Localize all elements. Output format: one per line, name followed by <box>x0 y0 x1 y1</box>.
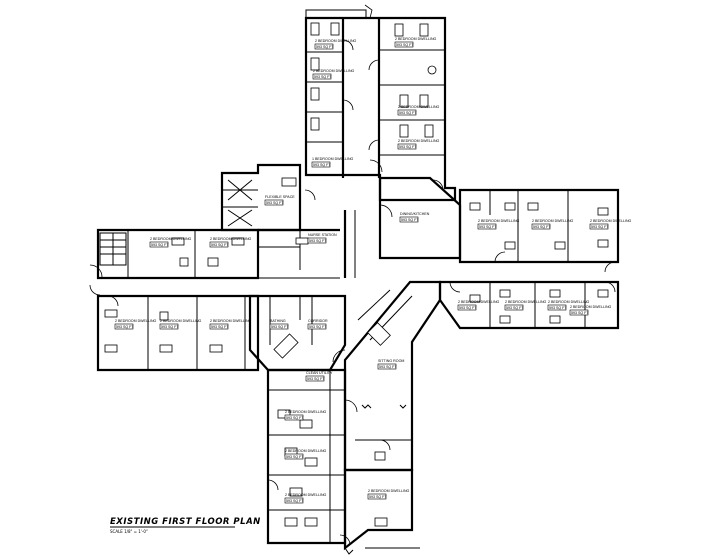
room-area-box-bt <box>269 323 289 330</box>
room-label-sc: SITTING ROOM <box>378 359 404 363</box>
room-label-s3: 2 BEDROOM DWELLING <box>285 493 327 497</box>
room-area-s1: 593 SQ FT <box>286 416 304 420</box>
center-link <box>248 294 347 372</box>
room-label-w3: 2 BEDROOM DWELLING <box>115 319 157 323</box>
room-label-n4: 2 BEDROOM DWELLING <box>398 105 440 109</box>
south-wing <box>266 349 420 555</box>
room-area-box-w2 <box>209 241 229 248</box>
room-area-cl: 593 SQ FT <box>307 377 325 381</box>
room-area-s3: 593 SQ FT <box>286 499 304 503</box>
room-label-cl: CLEAN UTILITY <box>306 371 333 375</box>
room-area-box-e5 <box>504 304 524 311</box>
room-area-w4: 593 SQ FT <box>161 325 179 329</box>
room-area-sc: 593 SQ FT <box>379 365 397 369</box>
room-label-e7: 2 BEDROOM DWELLING <box>570 305 612 309</box>
room-label-ns: NURSE STATION <box>308 233 337 237</box>
room-label-e4: 2 BEDROOM DWELLING <box>458 300 500 304</box>
title-block: EXISTING FIRST FLOOR PLAN SCALE 1/8" = 1… <box>110 517 261 534</box>
room-label-dr: DINING/KITCHEN <box>400 212 430 216</box>
room-area-n5: 593 SQ FT <box>399 145 417 149</box>
room-area-e2: 593 SQ FT <box>533 225 551 229</box>
room-area-e3: 593 SQ FT <box>591 225 609 229</box>
room-area-box-n1 <box>314 43 334 50</box>
room-area-n6: 593 SQ FT <box>313 163 331 167</box>
room-area-se: 593 SQ FT <box>369 495 387 499</box>
room-area-box-e6 <box>547 304 567 311</box>
room-area-box-ct <box>307 323 327 330</box>
room-label-bt: BATHING <box>270 319 286 323</box>
room-label-n3: 2 BEDROOM DWELLING <box>313 69 355 73</box>
drawing-title: EXISTING FIRST FLOOR PLAN <box>110 517 261 527</box>
room-area-box-n4 <box>397 109 417 116</box>
room-area-box-n2 <box>394 41 414 48</box>
room-area-ns: 593 SQ FT <box>309 239 327 243</box>
room-label-n6: 1 BEDROOM DWELLING <box>312 157 354 161</box>
room-area-box-ns <box>307 237 327 244</box>
room-area-n1: 593 SQ FT <box>316 45 334 49</box>
room-area-dr: 593 SQ FT <box>401 218 419 222</box>
room-area-w1: 593 SQ FT <box>151 243 169 247</box>
room-area-e7: 593 SQ FT <box>571 311 589 315</box>
room-area-box-w5 <box>209 323 229 330</box>
room-area-box-cl <box>305 375 325 382</box>
room-area-box-fp <box>264 199 284 206</box>
room-label-w5: 2 BEDROOM DWELLING <box>210 319 252 323</box>
room-area-box-e1 <box>477 223 497 230</box>
room-area-s2: 593 SQ FT <box>286 455 304 459</box>
room-label-n5: 2 BEDROOM DWELLING <box>398 139 440 143</box>
room-label-w1: 2 BEDROOM DWELLING <box>150 237 192 241</box>
room-area-e5: 593 SQ FT <box>506 306 524 310</box>
room-area-n2: 593 SQ FT <box>396 43 414 47</box>
room-label-e2: 2 BEDROOM DWELLING <box>532 219 574 223</box>
room-area-box-sc <box>377 363 397 370</box>
west-wing <box>89 228 345 372</box>
room-area-box-e7 <box>569 309 589 316</box>
room-area-box-dr <box>399 216 419 223</box>
room-label-e6: 2 BEDROOM DWELLING <box>548 300 590 304</box>
southeast-wing <box>343 280 442 472</box>
room-labels: 2 BEDROOM DWELLING 593 SQ FT 2 BEDROOM DWE… <box>114 37 632 504</box>
room-area-box-e3 <box>589 223 609 230</box>
room-label-w2: 2 BEDROOM DWELLING <box>210 237 252 241</box>
room-label-n2: 2 BEDROOM DWELLING <box>395 37 437 41</box>
room-area-box-e4 <box>457 304 477 311</box>
room-area-box-n3 <box>312 73 332 80</box>
room-area-bt: 593 SQ FT <box>271 325 289 329</box>
room-label-n1: 2 BEDROOM DWELLING <box>315 39 357 43</box>
room-area-w5: 593 SQ FT <box>211 325 229 329</box>
room-area-n4: 593 SQ FT <box>399 111 417 115</box>
room-area-box-n6 <box>311 161 331 168</box>
room-area-box-w3 <box>114 323 134 330</box>
room-label-e1: 2 BEDROOM DWELLING <box>478 219 520 223</box>
room-area-box-w1 <box>149 241 169 248</box>
room-area-box-w4 <box>159 323 179 330</box>
room-label-fp: FLEXIBLE SPACE <box>265 195 295 199</box>
room-area-box-s3 <box>284 497 304 504</box>
north-wing <box>304 4 457 202</box>
room-area-ct: 593 SQ FT <box>309 325 327 329</box>
room-label-se: 2 BEDROOM DWELLING <box>368 489 410 493</box>
room-area-w2: 593 SQ FT <box>211 243 229 247</box>
room-label-w4: 2 BEDROOM DWELLING <box>160 319 202 323</box>
room-area-box-n5 <box>397 143 417 150</box>
room-area-n3: 593 SQ FT <box>314 75 332 79</box>
room-label-e3: 2 BEDROOM DWELLING <box>590 219 632 223</box>
room-area-e1: 593 SQ FT <box>479 225 497 229</box>
room-area-e4: 593 SQ FT <box>459 306 477 310</box>
room-area-box-e2 <box>531 223 551 230</box>
room-area-w3: 593 SQ FT <box>116 325 134 329</box>
room-label-e5: 2 BEDROOM DWELLING <box>505 300 547 304</box>
room-area-box-s1 <box>284 414 304 421</box>
room-area-box-s2 <box>284 453 304 460</box>
room-label-s1: 2 BEDROOM DWELLING <box>285 410 327 414</box>
drawing-scale: SCALE 1/8" = 1'-0" <box>110 529 148 534</box>
room-area-fp: 593 SQ FT <box>266 201 284 205</box>
room-label-ct: CORRIDOR <box>308 319 328 323</box>
room-area-box-se <box>367 493 387 500</box>
room-label-s2: 2 BEDROOM DWELLING <box>285 449 327 453</box>
room-area-e6: 593 SQ FT <box>549 306 567 310</box>
